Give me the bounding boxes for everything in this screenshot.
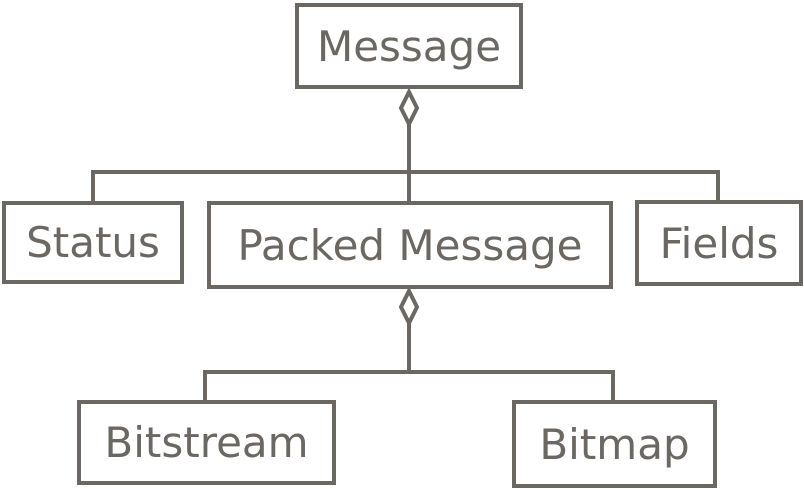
node-label: Packed Message (237, 220, 583, 270)
connector-message-bus (91, 170, 720, 201)
aggregation-diamond-message (398, 87, 420, 129)
node-label: Message (316, 21, 502, 71)
node-fields: Fields (635, 200, 803, 286)
connector-packed-message-bus (203, 370, 615, 402)
node-label: Bitstream (104, 418, 309, 467)
node-label: Bitmap (539, 419, 690, 469)
node-label: Status (26, 218, 160, 267)
node-status: Status (2, 201, 184, 284)
node-bitmap: Bitmap (512, 400, 717, 488)
node-packed-message: Packed Message (207, 201, 613, 289)
aggregation-diamond-packed-message (398, 286, 420, 328)
node-bitstream: Bitstream (77, 400, 336, 485)
node-label: Fields (659, 218, 779, 268)
node-message: Message (295, 3, 523, 89)
